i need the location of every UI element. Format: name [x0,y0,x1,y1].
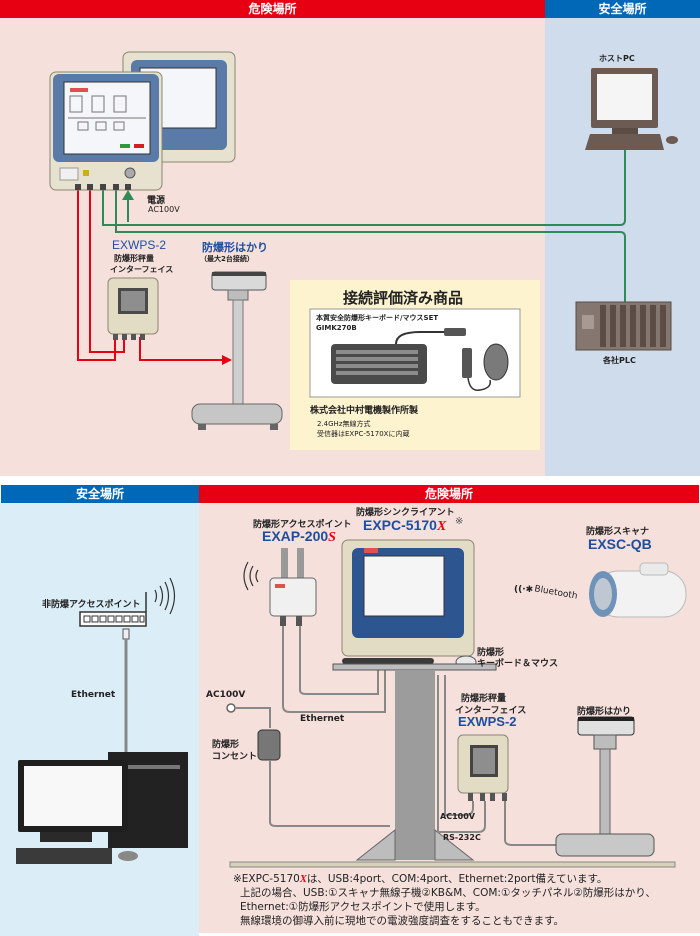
scale-arrow-head [222,355,232,365]
bottom-safe-header: 安全場所 [1,485,199,503]
bluetooth-icon: ((·✱ [514,585,534,595]
evaluated-product-maker: 株式会社中村電機製作所製 [310,406,419,416]
thin-client-model: EXPC-5170X [363,517,446,535]
scanner-illustration [589,562,687,618]
thin-client-model-suffix: X [436,519,447,534]
power-value: AC100V [148,205,180,214]
scale-label-bottom: 防爆形はかり [577,707,632,717]
ethernet-label-center: Ethernet [300,714,345,724]
weighing-interface-top [107,277,159,340]
footnote-model-prefix: ※EXPC-5170 [233,873,300,885]
keyboard-illustration [331,328,466,384]
weighing-interface-name-top-2: インターフェイス [110,265,174,274]
power-label: 電源 [147,196,166,206]
outlet-label-1: 防爆形 [212,740,240,750]
host-pc-illustration [585,68,678,150]
scanner-model: EXSC-QB [588,536,652,552]
non-explosion-access-point-label: 非防爆アクセスポイント [42,600,141,610]
weighing-interface-label-2: インターフェイス [455,706,527,716]
ac100v-label-bottom: AC100V [440,812,475,821]
serial-cables-top [77,188,225,361]
evaluated-product-spec-1: 2.4GHz無線方式 [317,420,371,428]
rs232c-label: RS-232C [443,833,481,842]
weighing-interface-label-1: 防爆形秤量 [461,694,507,704]
access-point-model: EXAP-200S [262,528,336,546]
stand-illustration [229,655,676,868]
thin-client-footnote-mark: ※ [455,516,464,527]
keyboard-mouse-label-2: キーボード＆マウス [477,659,559,669]
non-explosion-access-point-illustration [79,577,176,758]
host-pc-label: ホストPC [599,54,635,63]
terminal-front-unit [49,71,163,191]
thin-client-name: 防爆形シンクライアント [356,508,455,518]
thin-client-model-main: EXPC-5170 [363,517,437,533]
keyboard-mouse-label-1: 防爆形 [477,648,505,658]
explosion-proof-access-point-illustration [243,548,317,626]
access-point-name: 防爆形アクセスポイント [253,520,352,530]
explosion-proof-outlet-illustration [226,703,390,827]
top-safe-header: 安全場所 [545,0,700,18]
weighing-interface-bottom [437,675,560,846]
weighing-interface-name-top-1: 防爆形秤量 [114,254,154,263]
bottom-safe-zone [0,503,199,936]
top-danger-header: 危険場所 [0,0,545,18]
ethernet-label-left: Ethernet [71,690,116,700]
evaluated-product-code: GIMK270B [316,324,357,332]
weighing-interface-model-top: EXWPS-2 [112,238,167,252]
mouse-illustration [462,343,509,391]
scale-top [191,271,283,430]
ethernet-cables-top [102,150,626,302]
evaluated-product-spec-2: 受信器はEXPC-5170Xに内蔵 [317,430,410,438]
footnote-line-1: ※EXPC-5170Xは、USB:4port、COM:4port、Etherne… [233,872,607,887]
footnote-line-4: 無線環境の御導入前に現地での電波強度調査をすることもできます。 [240,915,565,927]
footnote-model-suffix: X [299,874,307,885]
power-arrow [122,190,134,222]
scale-note-top: （最大2台接続） [200,255,254,263]
evaluated-products-title: 接続評価済み商品 [343,289,464,307]
plc-illustration [575,301,672,351]
outlet-power-label: AC100V [206,690,246,700]
desktop-pc-illustration [16,752,188,864]
scanner-name: 防爆形スキャナ [586,527,650,537]
footnote-line-3: Ethernet:①防爆形アクセスポイントで使用します。 [240,901,486,913]
evaluated-product-name: 本質安全防爆形キーボード/マウスSET [316,314,439,322]
access-point-model-suffix: S [328,530,336,545]
scale-name-top: 防爆形はかり [202,241,268,254]
weighing-interface-model-bottom: EXWPS-2 [458,714,517,729]
footnote-line-1-rest: は、USB:4port、COM:4port、Ethernet:2port備えてい… [306,873,608,885]
bottom-danger-header: 危険場所 [199,485,699,503]
access-point-model-main: EXAP-200 [262,528,329,544]
scale-bottom [555,716,655,857]
footnote-line-2: 上記の場合、USB:①スキャナ無線子機②KB&M、COM:①タッチパネル②防爆形… [240,887,656,899]
plc-label: 各社PLC [603,356,636,365]
outlet-label-2: コンセント [212,752,258,762]
ethernet-cables-bottom [282,626,386,713]
thin-client-illustration [341,539,475,657]
